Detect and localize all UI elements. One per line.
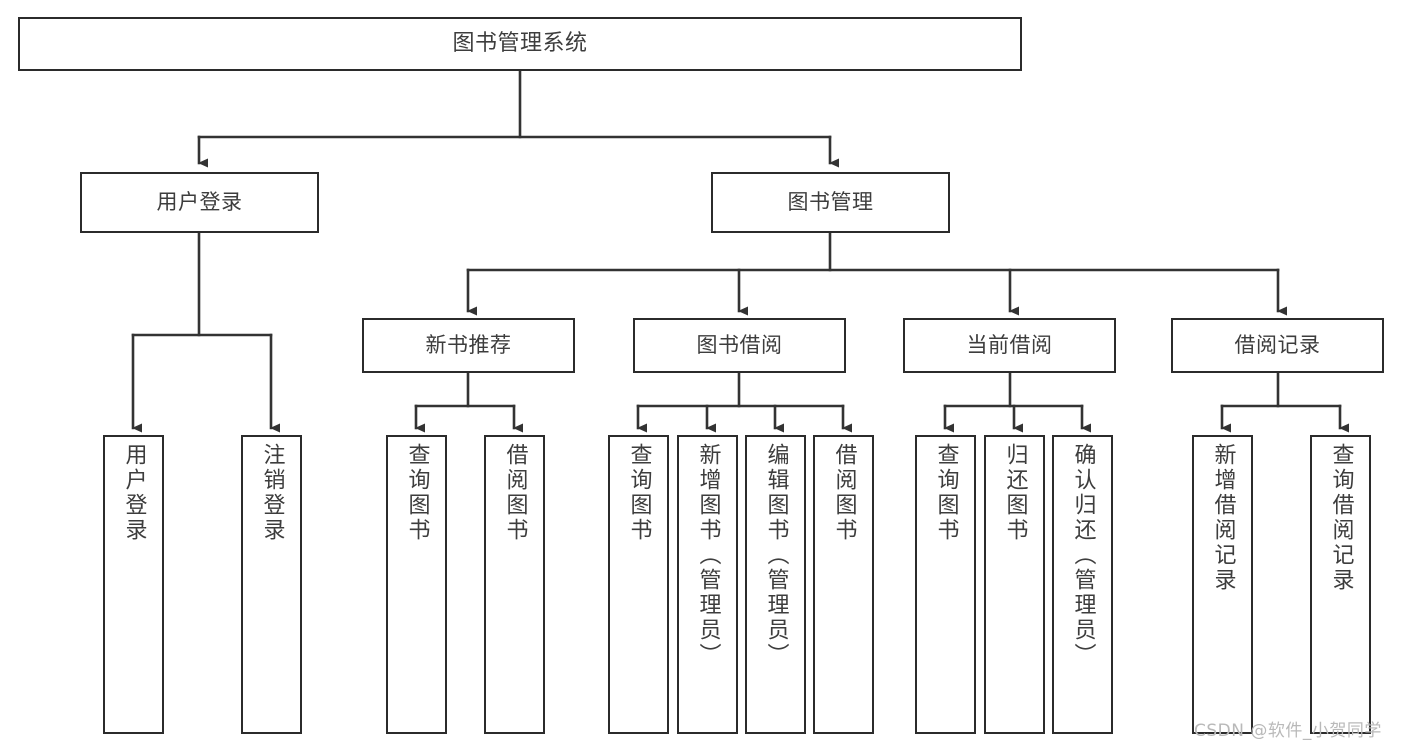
- leaf-borrow-query-book[interactable]: 查询图书: [608, 435, 669, 734]
- node-book-management[interactable]: 图书管理: [711, 172, 950, 233]
- node-label: 用户登录: [121, 443, 147, 543]
- leaf-current-confirm-return-admin[interactable]: 确认归还（管理员）: [1052, 435, 1113, 734]
- node-borrow-record[interactable]: 借阅记录: [1171, 318, 1384, 373]
- node-current-borrow[interactable]: 当前借阅: [903, 318, 1116, 373]
- node-label: 图书借阅: [696, 333, 783, 358]
- node-label: 图书管理系统: [452, 31, 588, 57]
- node-label: 查询图书: [933, 443, 959, 543]
- node-new-book-recommend[interactable]: 新书推荐: [362, 318, 575, 373]
- node-label: 借阅图书: [502, 443, 528, 543]
- node-root-book-management-system[interactable]: 图书管理系统: [18, 17, 1022, 71]
- leaf-current-query-book[interactable]: 查询图书: [915, 435, 976, 734]
- node-label: 注销登录: [259, 443, 285, 543]
- leaf-new-book-query-book[interactable]: 查询图书: [386, 435, 447, 734]
- leaf-user-login-login[interactable]: 用户登录: [103, 435, 164, 734]
- node-label: 归还图书: [1002, 443, 1028, 543]
- node-label: 借阅记录: [1234, 333, 1321, 358]
- leaf-user-login-logout[interactable]: 注销登录: [241, 435, 302, 734]
- node-label: 当前借阅: [966, 333, 1053, 358]
- leaf-current-return-book[interactable]: 归还图书: [984, 435, 1045, 734]
- node-label: 用户登录: [156, 190, 243, 215]
- leaf-new-book-borrow-book[interactable]: 借阅图书: [484, 435, 545, 734]
- node-label: 确认归还（管理员）: [1070, 443, 1096, 668]
- node-label: 图书管理: [787, 190, 874, 215]
- leaf-borrow-edit-book-admin[interactable]: 编辑图书（管理员）: [745, 435, 806, 734]
- node-label: 新书推荐: [425, 333, 512, 358]
- leaf-borrow-borrow-book[interactable]: 借阅图书: [813, 435, 874, 734]
- node-label: 查询图书: [404, 443, 430, 543]
- node-label: 查询图书: [626, 443, 652, 543]
- node-label: 编辑图书（管理员）: [763, 443, 789, 668]
- leaf-record-add-borrow-record[interactable]: 新增借阅记录: [1192, 435, 1253, 734]
- leaf-record-query-borrow-record[interactable]: 查询借阅记录: [1310, 435, 1371, 734]
- node-label: 借阅图书: [831, 443, 857, 543]
- node-book-borrow[interactable]: 图书借阅: [633, 318, 846, 373]
- csdn-watermark: CSDN @软件_小贺同学: [1194, 721, 1382, 741]
- node-label: 新增借阅记录: [1210, 443, 1236, 593]
- node-label: 新增图书（管理员）: [695, 443, 721, 668]
- leaf-borrow-add-book-admin[interactable]: 新增图书（管理员）: [677, 435, 738, 734]
- node-user-login[interactable]: 用户登录: [80, 172, 319, 233]
- node-label: 查询借阅记录: [1328, 443, 1354, 593]
